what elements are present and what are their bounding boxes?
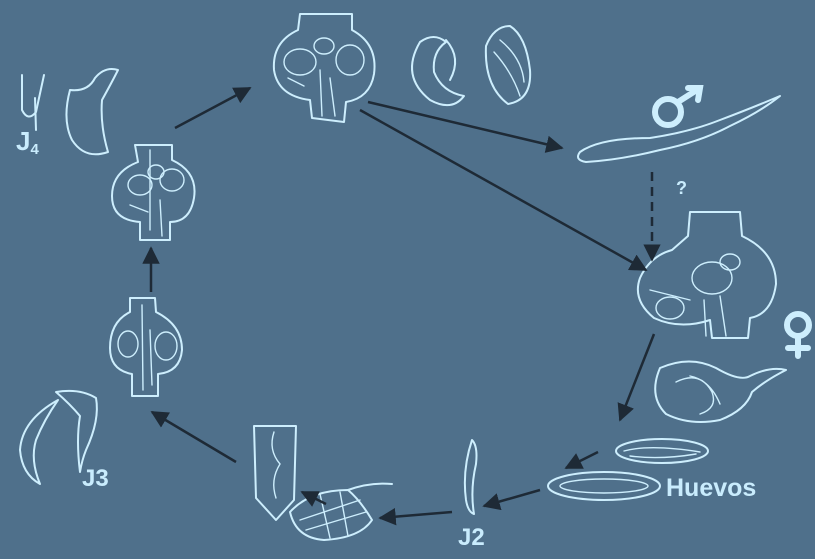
uncertain-mating-question-mark: ?	[676, 178, 687, 198]
arrow-gall-to-male	[368, 102, 562, 148]
female-symbol-icon	[787, 314, 809, 356]
root-gall-j4	[112, 145, 195, 240]
root-tip-with-juvenile	[254, 426, 296, 520]
j2-label: J2	[458, 526, 485, 550]
arrow-female-to-eggs	[620, 334, 654, 420]
j4-label: J4	[16, 128, 39, 157]
root-gall-j3	[110, 298, 182, 396]
arrow-eggs-to-j2	[484, 490, 540, 506]
arrow-j4-to-top-gall	[175, 88, 250, 128]
arrow-tip-to-j3-gall	[152, 412, 236, 462]
j3-label: J3	[82, 467, 109, 491]
eggs-label: Huevos	[666, 476, 756, 501]
molting-juveniles-top	[412, 26, 530, 105]
j2-juvenile-drawing	[465, 440, 477, 514]
female-with-egg-mass	[655, 362, 786, 423]
j4-label-main: J	[16, 126, 30, 156]
root-gall-top	[274, 14, 375, 122]
male-symbol-icon	[655, 88, 700, 125]
arrow-eggs-to-hatching	[566, 452, 598, 468]
root-tip-infection	[290, 484, 392, 540]
arrow-j2-to-root	[380, 512, 452, 518]
j4-label-subscript: 4	[30, 141, 38, 158]
root-gall-female	[638, 212, 776, 338]
